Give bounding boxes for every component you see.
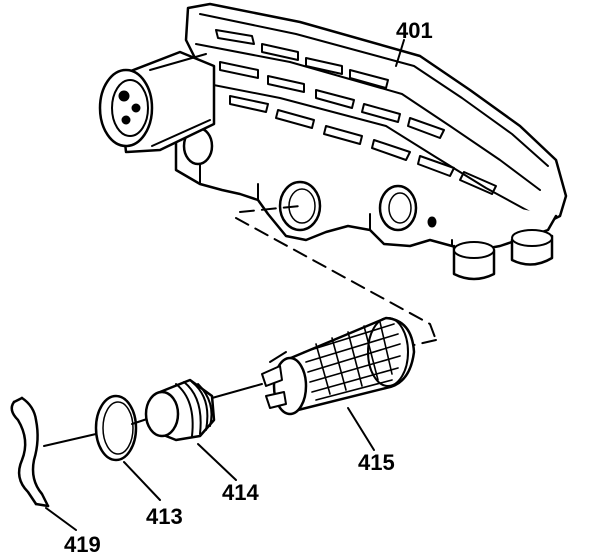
valve-body — [98, 2, 568, 281]
retaining-clip — [10, 396, 50, 508]
callout-415: 415 — [358, 450, 395, 475]
callout-419: 419 — [64, 532, 101, 557]
callout-413: 413 — [146, 504, 183, 529]
callout-401: 401 — [396, 18, 433, 43]
leader-415 — [347, 407, 375, 451]
filter-screen — [261, 316, 416, 416]
callout-414: 414 — [222, 480, 259, 505]
leader-413 — [123, 461, 161, 501]
callout-leaders — [45, 39, 405, 531]
leader-401 — [395, 39, 405, 67]
o-ring — [94, 394, 138, 462]
leader-414 — [197, 443, 237, 481]
plug — [144, 378, 216, 442]
leader-419 — [45, 507, 77, 531]
